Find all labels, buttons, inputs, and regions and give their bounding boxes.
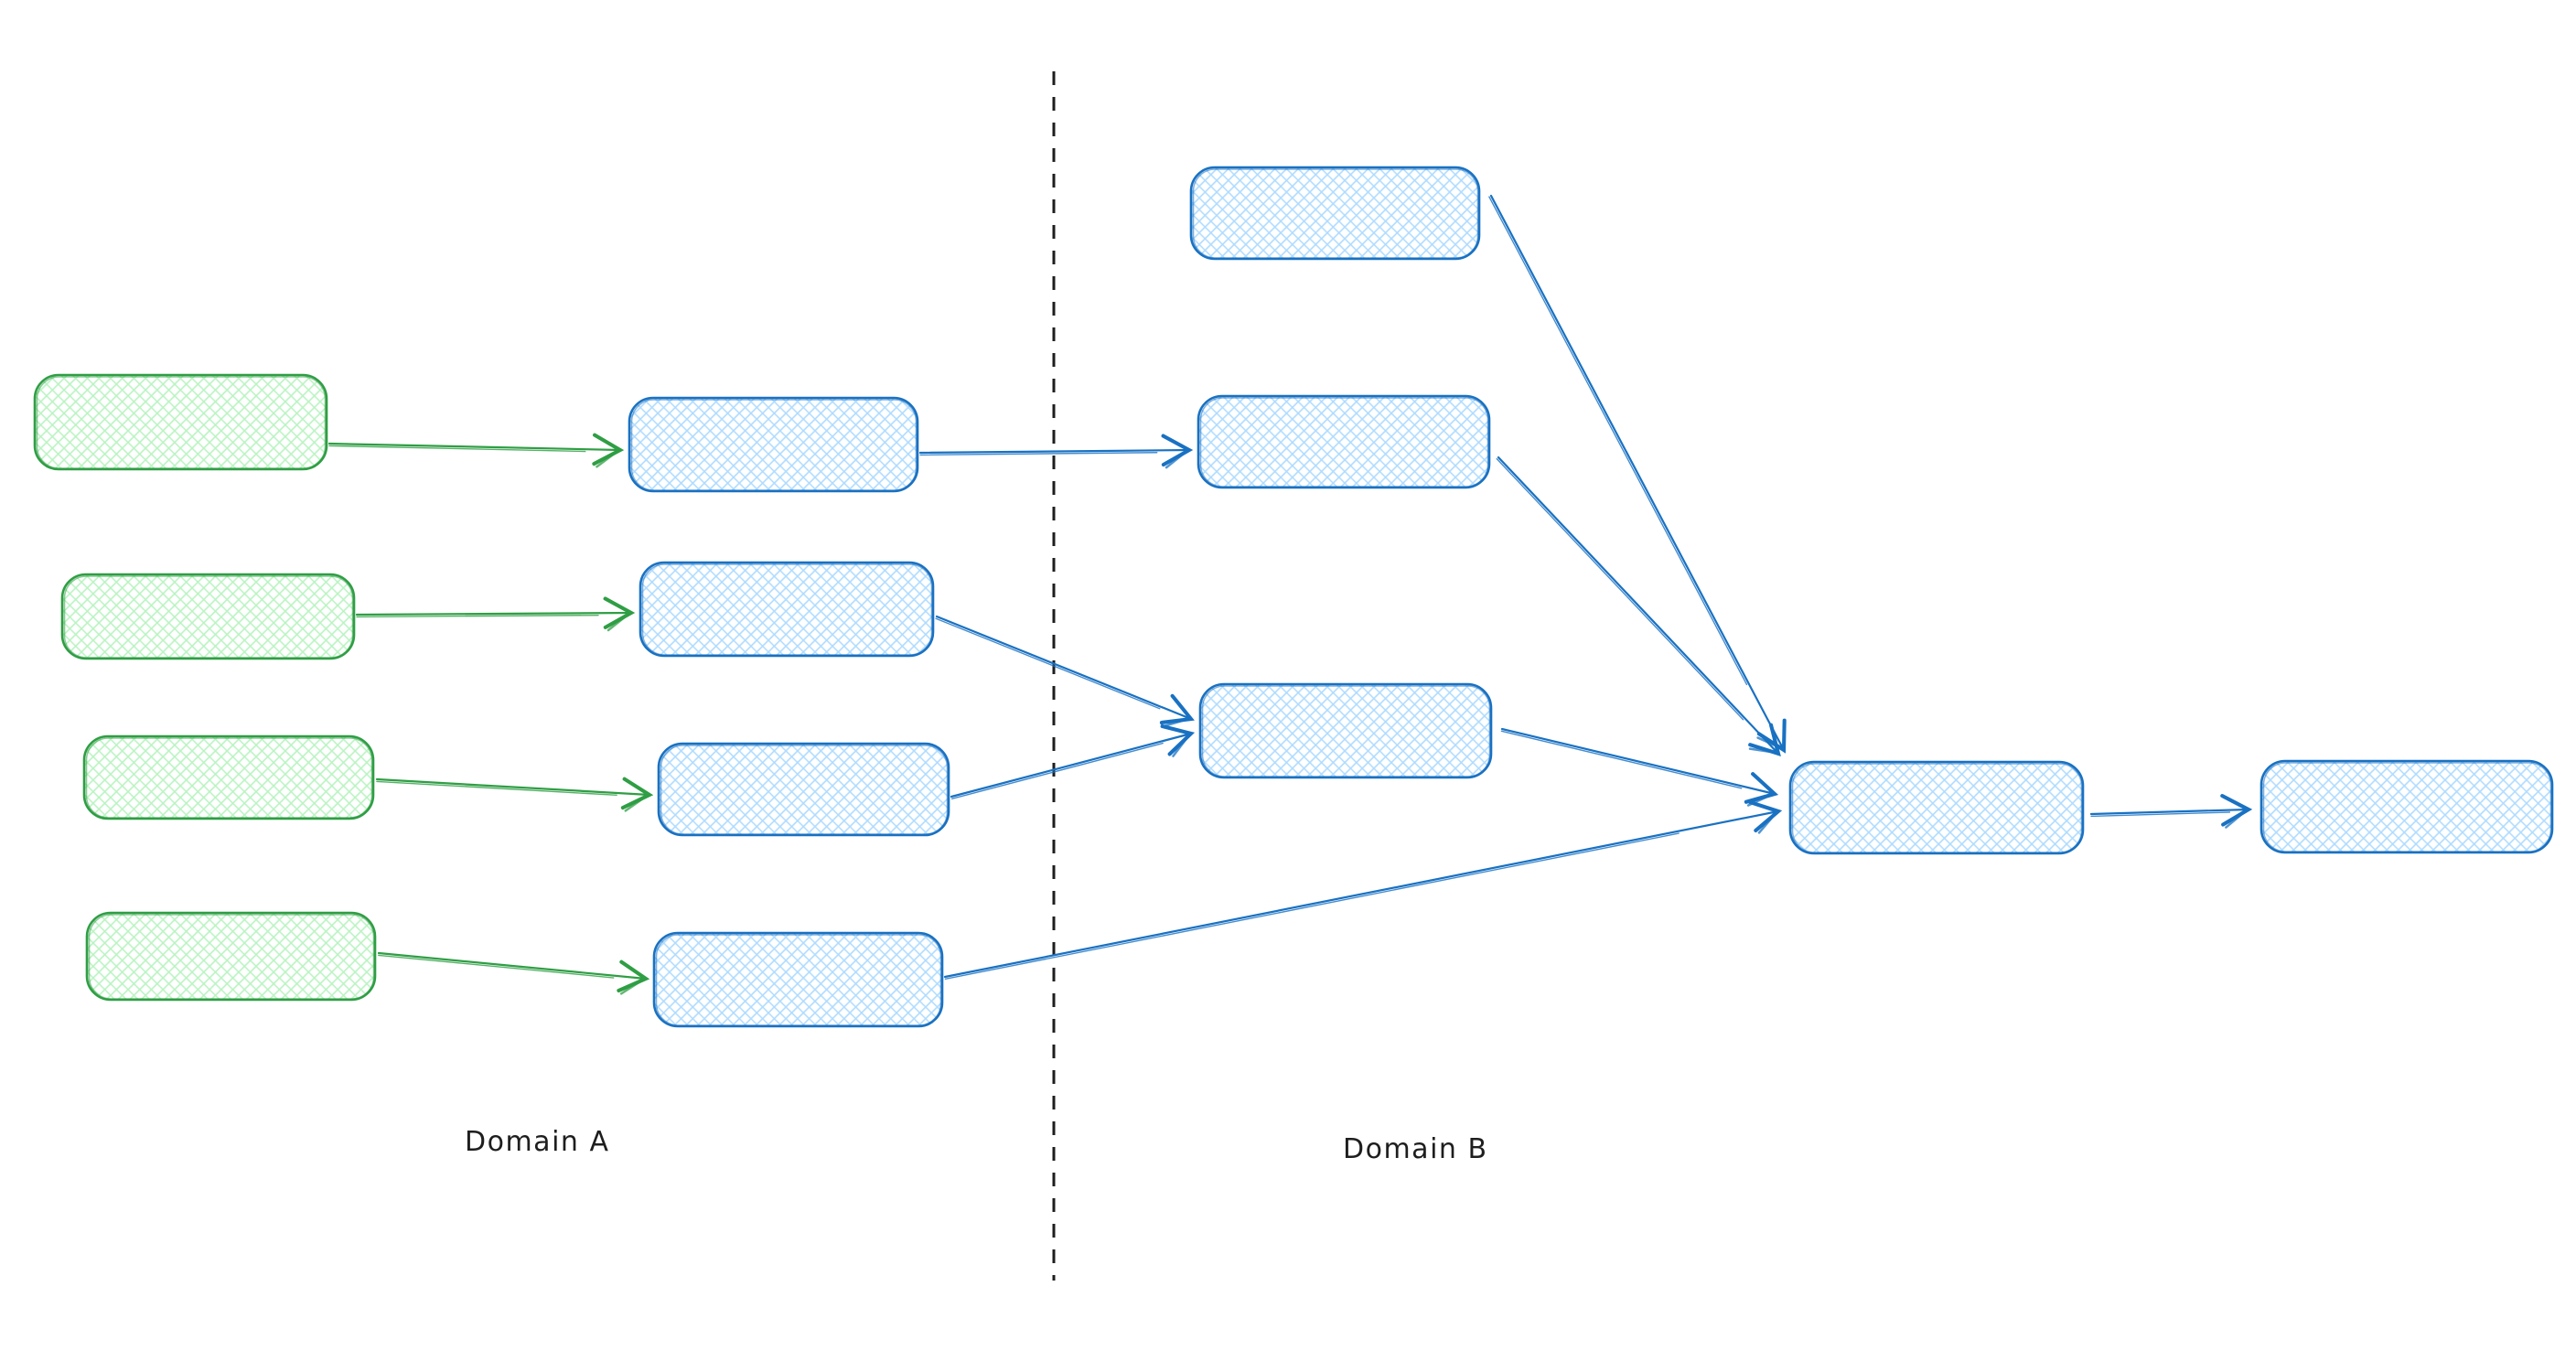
edge-stage-b2-to-merge	[1496, 456, 1781, 757]
node-stage-b3	[1198, 682, 1493, 779]
node-stage-a2	[639, 561, 935, 658]
edge-stage-a2-to-stage-b3	[935, 615, 1195, 728]
node-stage-b2	[1197, 394, 1491, 489]
node-merge	[1788, 760, 2085, 855]
node-stage-a3	[657, 742, 950, 837]
domain-b-label: Domain B	[1343, 1133, 1488, 1165]
edge-source-2-to-stage-a2	[355, 596, 636, 632]
node-output	[2259, 759, 2554, 854]
edge-stage-b3-to-merge	[1500, 727, 1779, 807]
edge-stage-a3-to-stage-b3	[950, 724, 1196, 800]
node-source-2	[60, 573, 356, 660]
domain-a-label: Domain A	[465, 1126, 610, 1158]
node-source-4	[85, 911, 377, 1002]
node-source-1	[33, 373, 328, 471]
node-stage-b1	[1189, 166, 1481, 261]
edge-source-4-to-stage-a4	[377, 951, 650, 995]
edge-merge-to-output	[2089, 794, 2253, 829]
edge-stage-b1-to-merge	[1488, 194, 1787, 754]
node-stage-a4	[652, 931, 944, 1028]
node-stage-a1	[628, 396, 919, 493]
edge-stage-a1-to-stage-b2	[918, 434, 1194, 469]
edge-source-1-to-stage-a1	[327, 433, 625, 468]
edge-stage-a4-to-merge	[943, 800, 1783, 981]
edge-source-3-to-stage-a3	[375, 777, 654, 812]
node-source-3	[82, 734, 375, 820]
